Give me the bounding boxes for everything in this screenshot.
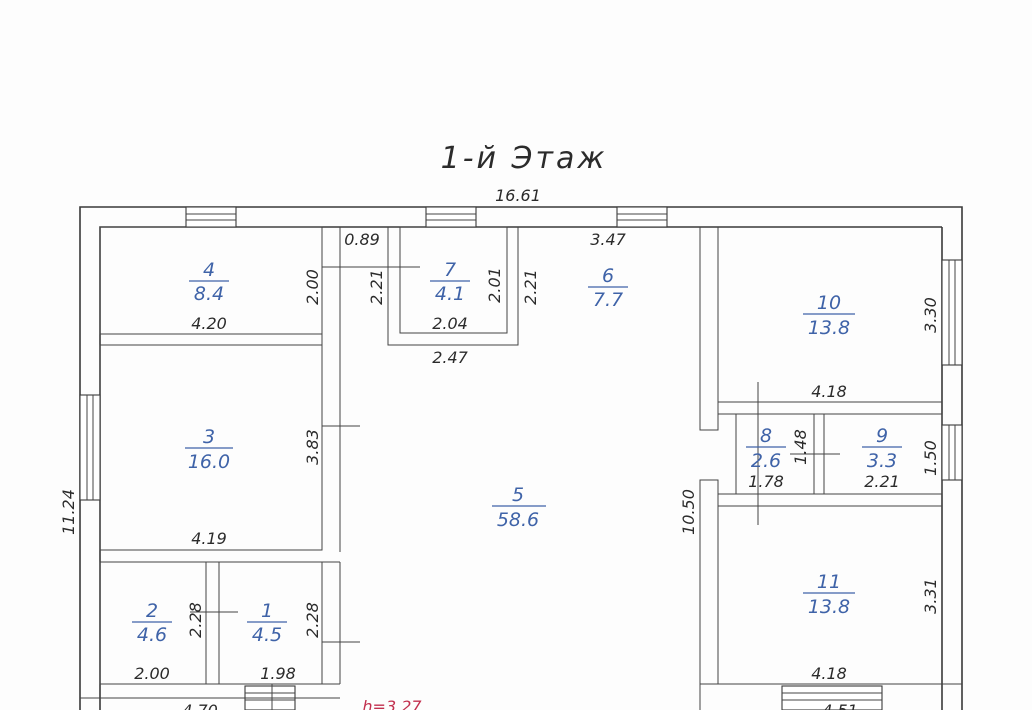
room-9-label: 9 3.3 <box>862 425 902 472</box>
dim-label: 3.30 <box>921 297 940 333</box>
room-area: 4.1 <box>435 283 465 305</box>
room-area: 7.7 <box>593 289 623 311</box>
dim-label: 2.28 <box>186 602 205 638</box>
room-8-label: 8 2.6 <box>746 425 786 472</box>
room-number: 8 <box>760 425 772 447</box>
dim-label: 4.70 <box>182 701 218 710</box>
dim-label: 2.21 <box>864 472 900 491</box>
dim-label: 3.83 <box>303 429 322 465</box>
dim-label: 4.51 <box>822 701 858 710</box>
room-labels: 4 8.4 3 16.0 2 4.6 1 4.5 7 4.1 6 7.7 <box>132 259 902 646</box>
dim-label: 4.18 <box>811 664 847 683</box>
room-area: 13.8 <box>808 596 850 618</box>
room-6-label: 6 7.7 <box>588 265 628 311</box>
room-area: 58.6 <box>497 509 539 531</box>
dim-label: 4.19 <box>191 529 227 548</box>
dim-label: 1.98 <box>260 664 296 683</box>
room-7-label: 7 4.1 <box>430 259 470 305</box>
right-height-dim: 10.50 <box>679 489 698 535</box>
room-number: 11 <box>817 571 841 593</box>
room-number: 6 <box>602 265 614 287</box>
room-1-label: 1 4.5 <box>247 600 287 646</box>
dim-label: 2.00 <box>303 269 322 305</box>
windows <box>79 206 963 710</box>
dim-label: 2.21 <box>367 269 386 305</box>
dim-label: 2.04 <box>432 314 468 333</box>
room-number: 5 <box>512 484 524 506</box>
room-number: 9 <box>876 425 888 447</box>
room-number: 4 <box>203 259 215 281</box>
overall-width-dim: 16.61 <box>495 186 541 205</box>
dim-label: 4.20 <box>191 314 227 333</box>
room-area: 8.4 <box>194 283 224 305</box>
room-4-label: 4 8.4 <box>189 259 229 305</box>
ceiling-height-label: h=3.27 <box>362 697 422 710</box>
room-area: 13.8 <box>808 317 850 339</box>
dim-label: 4.18 <box>811 382 847 401</box>
room-number: 7 <box>444 259 456 281</box>
dim-label: 2.01 <box>485 267 504 303</box>
room-11-label: 11 13.8 <box>803 571 855 618</box>
room-number: 10 <box>817 292 841 314</box>
room-area: 3.3 <box>867 450 897 472</box>
room-5-label: 5 58.6 <box>492 484 546 531</box>
room-area: 4.6 <box>137 624 167 646</box>
dim-label: 3.31 <box>921 578 940 614</box>
room-10-label: 10 13.8 <box>803 292 855 339</box>
room-number: 1 <box>261 600 273 622</box>
interior-walls <box>80 226 962 710</box>
room-2-label: 2 4.6 <box>132 600 172 646</box>
dim-label: 1.78 <box>748 472 784 491</box>
dim-label: 1.48 <box>791 429 810 465</box>
dim-label: 2.28 <box>303 602 322 638</box>
dim-label: 0.89 <box>344 230 380 249</box>
dim-label: 2.47 <box>432 348 468 367</box>
overall-depth-dim: 11.24 <box>59 489 78 535</box>
room-area: 2.6 <box>751 450 781 472</box>
room-3-label: 3 16.0 <box>185 426 233 473</box>
room-number: 3 <box>203 426 215 448</box>
door-marks <box>190 266 840 710</box>
dim-label: 3.47 <box>590 230 626 249</box>
room-number: 2 <box>146 600 158 622</box>
room-dimensions: 0.89 3.47 2.00 2.21 2.01 2.21 4.20 2.04 … <box>134 230 940 710</box>
room-area: 4.5 <box>252 624 282 646</box>
dim-label: 1.50 <box>921 440 940 476</box>
plan-title: 1-й Этаж <box>441 141 608 176</box>
room-area: 16.0 <box>188 451 230 473</box>
dim-label: 2.00 <box>134 664 170 683</box>
dim-label: 2.21 <box>521 269 540 305</box>
